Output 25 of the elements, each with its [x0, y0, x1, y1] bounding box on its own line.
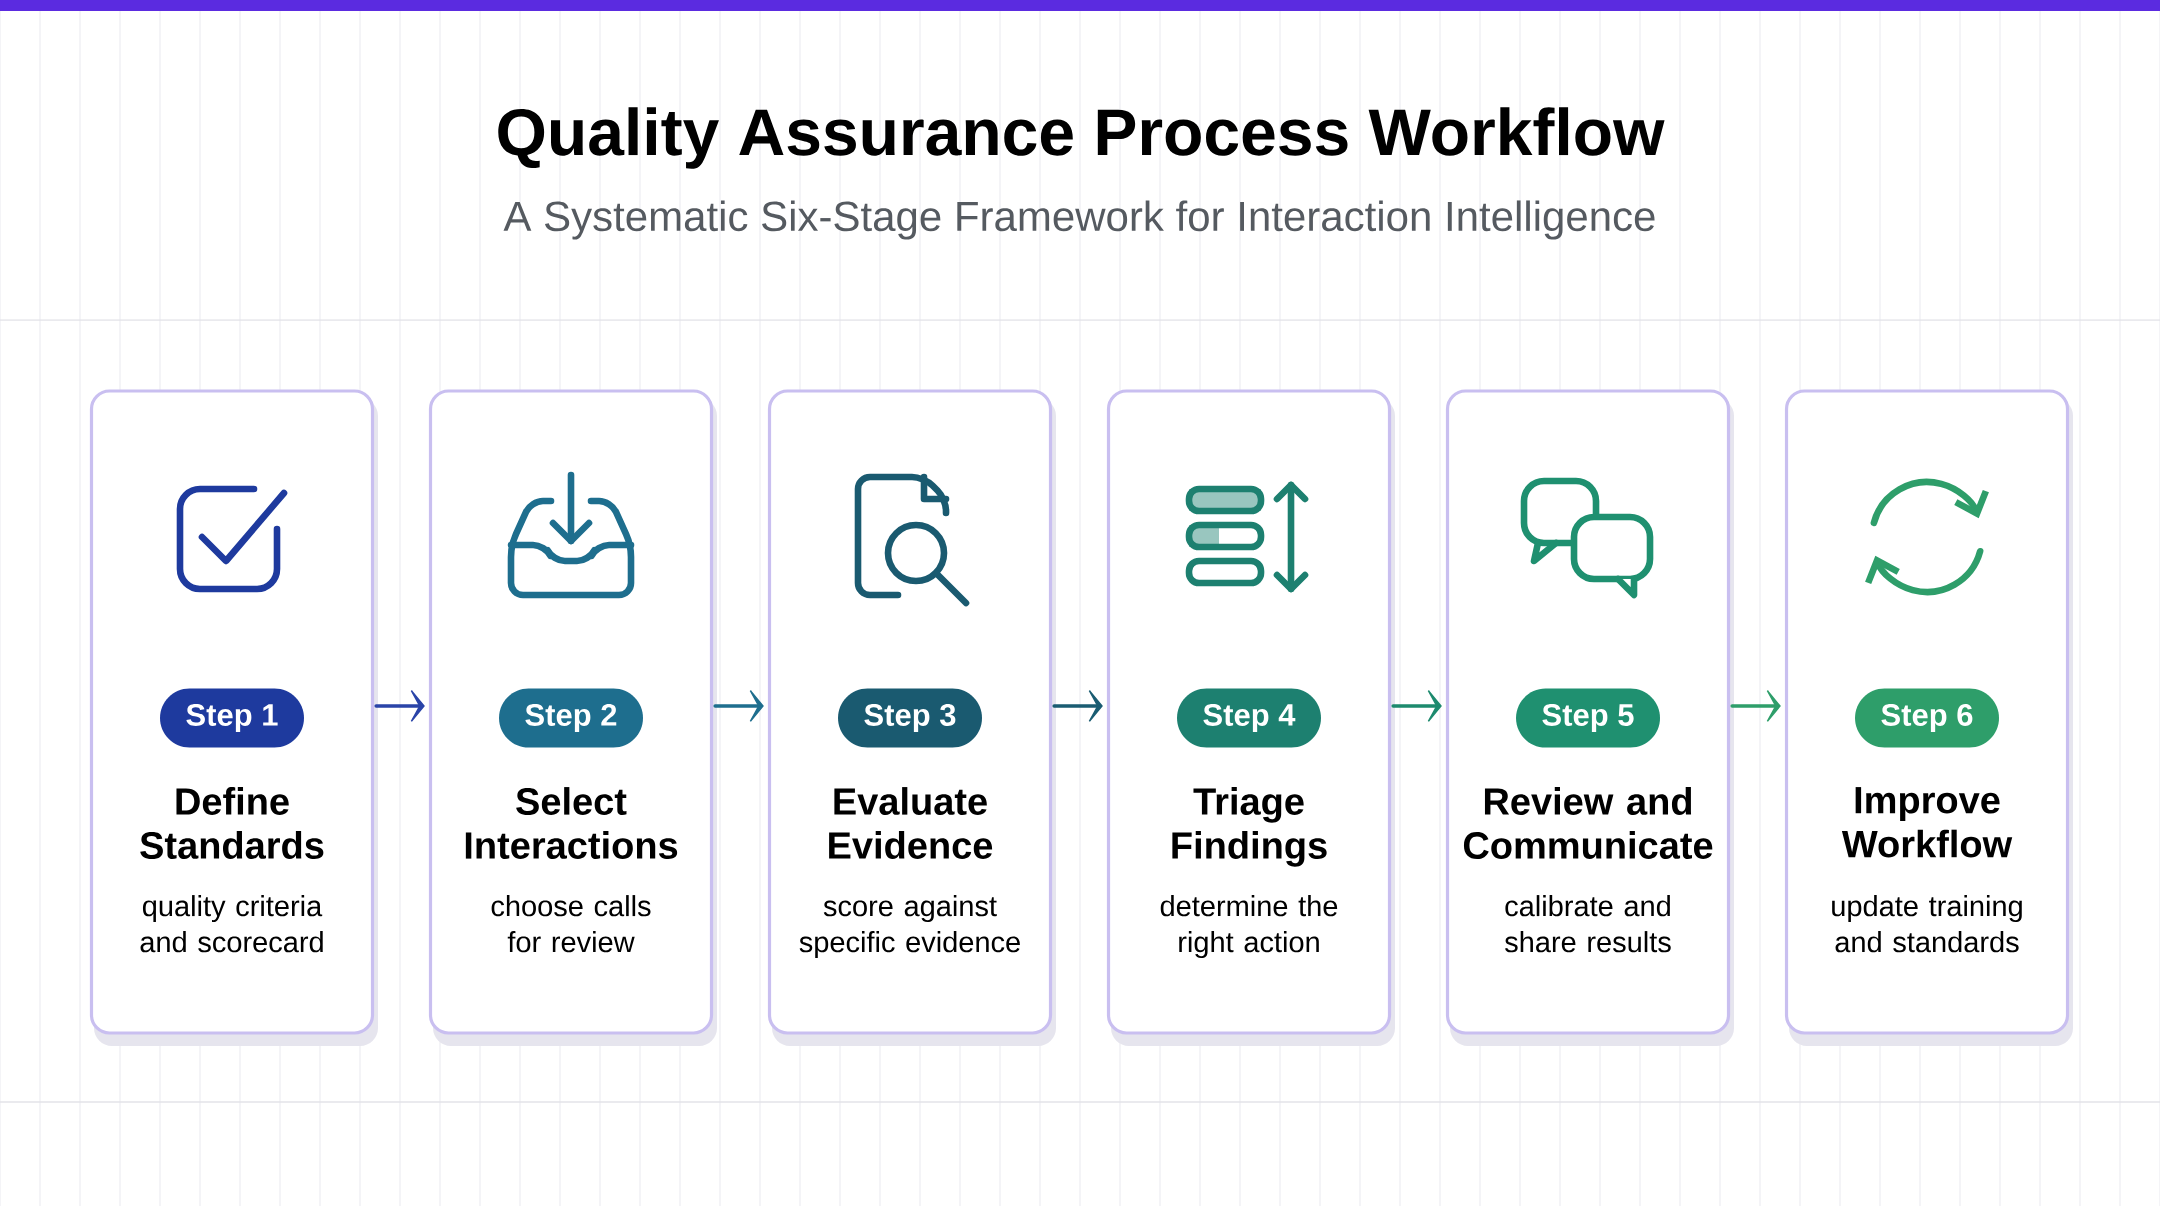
step-card [1784, 389, 2073, 1046]
step-description: calibrate and share results [1505, 895, 1671, 953]
step-heading: Triage Findings [1172, 787, 1327, 867]
step-description: score against specific evidence [799, 895, 1020, 959]
step-description: quality criteria and scorecard [140, 895, 323, 953]
step-card [1445, 389, 1734, 1046]
step-heading: Review and Communicate [1463, 787, 1713, 859]
step-heading: Define Standards [140, 787, 324, 859]
step-description: determine the right action [1160, 895, 1338, 959]
chevron-arrow [374, 689, 425, 723]
step-card [89, 389, 378, 1046]
chevron-arrow [1730, 689, 1781, 723]
step-description: choose calls for review [491, 895, 651, 953]
step-card [767, 389, 1056, 1046]
step-card [1106, 389, 1395, 1046]
step-heading: Select Interactions [465, 787, 678, 859]
step-heading: Evaluate Evidence [829, 787, 993, 859]
step-description: update training and standards [1832, 895, 2022, 953]
chevron-arrow [1391, 689, 1442, 723]
step-heading: Improve Workflow [1841, 787, 2013, 858]
chevron-arrow [1052, 689, 1103, 723]
step-card [428, 389, 717, 1046]
subtitle: A Systematic Six-Stage Framework for Interaction Intelligence [503, 200, 1655, 240]
chevron-arrow [713, 689, 764, 723]
title: Quality Assurance Process Workflow [498, 107, 1665, 169]
